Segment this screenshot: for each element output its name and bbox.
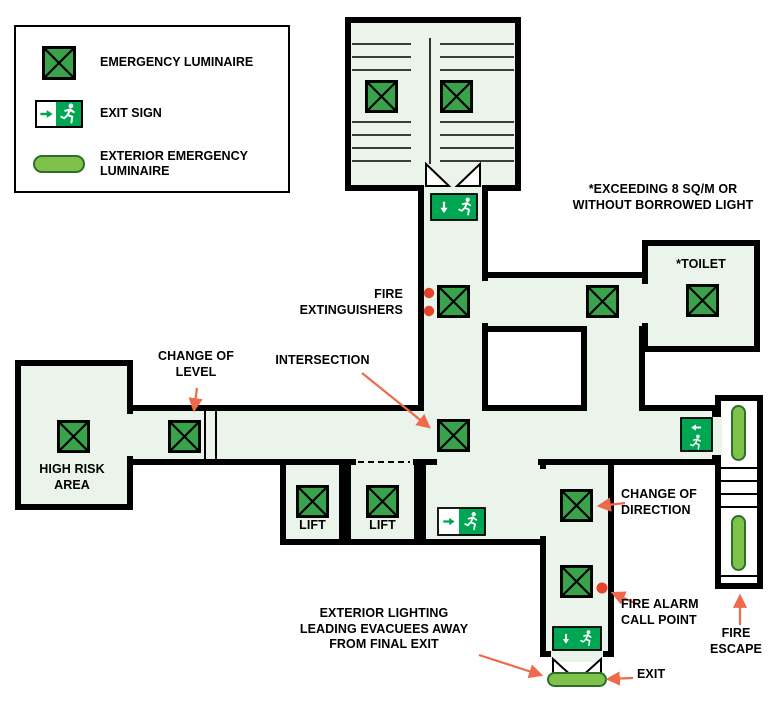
exit-sign-icon [430, 193, 478, 221]
corridor-right-leg [581, 326, 645, 411]
opening [587, 402, 639, 413]
exterior-emergency-luminaire-icon [547, 672, 607, 687]
emergency-luminaire-icon [365, 80, 398, 113]
opening [437, 457, 538, 468]
exit-arrow [605, 671, 634, 686]
exit-label: EXIT [637, 667, 666, 681]
toilet-label: *TOILET [676, 257, 726, 271]
fire-alarm-call-point-dot [596, 582, 608, 594]
fire-extinguishers-label: FIRE EXTINGUISHERS [299, 287, 403, 317]
emergency-luminaire-icon [560, 565, 593, 598]
emergency-luminaire-icon [30, 46, 88, 80]
fire-escape-label: FIRE ESCAPE [709, 626, 762, 656]
emergency-luminaire-icon [57, 420, 90, 453]
borrowed-light-note: *EXCEEDING 8 SQ/M OR WITHOUT BORROWED LI… [572, 182, 754, 212]
exterior-emergency-luminaire-icon [731, 405, 746, 461]
opening [640, 284, 651, 323]
opening [551, 650, 603, 662]
legend-item-label: EXIT SIGN [100, 106, 162, 121]
emergency-luminaire-icon [296, 485, 329, 518]
opening [538, 469, 549, 536]
intersection-label: INTERSECTION [275, 353, 370, 367]
high-risk-area-label: HIGH RISK AREA [39, 462, 105, 492]
opening [356, 457, 413, 468]
change-of-level-label: CHANGE OF LEVEL [158, 349, 234, 379]
change-of-level-arrow [188, 387, 203, 413]
fire-extinguisher-dot [423, 305, 435, 317]
room-lift-1 [280, 459, 345, 545]
exterior-emergency-luminaire-icon [731, 515, 746, 571]
opening [711, 417, 722, 455]
emergency-luminaire-icon [437, 285, 470, 318]
door-swing-icon [425, 161, 481, 187]
change-of-level-lines [204, 408, 217, 462]
floor-plan [15, 17, 763, 687]
opening [587, 324, 639, 335]
emergency-luminaire-icon [168, 420, 201, 453]
fire-alarm-call-point-label: FIRE ALARM CALL POINT [621, 597, 699, 627]
corridor-main [127, 405, 718, 465]
intersection-arrow [361, 372, 431, 429]
exit-sign-icon [437, 507, 486, 536]
fire-extinguisher-dot [423, 287, 435, 299]
exterior-lighting-label: EXTERIOR LIGHTING LEADING EVACUEES AWAY … [299, 606, 469, 651]
lift-label: LIFT [299, 518, 326, 532]
opening [125, 414, 136, 456]
emergency-luminaire-icon [366, 485, 399, 518]
fire-alarm-arrow [610, 591, 638, 605]
emergency-luminaire-icon [437, 419, 470, 452]
corridor-upper-right [482, 272, 648, 332]
fire-escape-steps [721, 467, 757, 577]
opening [480, 281, 491, 323]
opening [424, 402, 482, 413]
legend-item-exterior-luminaire: EXTERIOR EMERGENCY LUMINAIRE [30, 141, 280, 187]
legend-item-label: EXTERIOR EMERGENCY LUMINAIRE [100, 148, 248, 179]
annotation-arrows [188, 372, 748, 686]
opening [424, 183, 482, 194]
exit-sign-icon [680, 417, 713, 452]
legend-item-emergency-luminaire: EMERGENCY LUMINAIRE [30, 43, 280, 83]
emergency-luminaire-icon [586, 285, 619, 318]
legend: EMERGENCY LUMINAIRE EXIT SIGN EXTERIOR E… [14, 25, 290, 193]
exterior-emergency-luminaire-icon [30, 155, 88, 173]
emergency-luminaire-icon [560, 489, 593, 522]
emergency-luminaire-icon [686, 284, 719, 317]
exit-sign-icon [552, 626, 602, 651]
legend-item-exit-sign: EXIT SIGN [30, 97, 280, 131]
change-of-direction-arrow [596, 497, 626, 512]
legend-item-label: EMERGENCY LUMINAIRE [100, 55, 254, 70]
lift-label: LIFT [369, 518, 396, 532]
stairs-lines [352, 38, 514, 164]
exterior-lighting-arrow [478, 653, 544, 679]
emergency-luminaire-icon [440, 80, 473, 113]
change-of-direction-label: CHANGE OF DIRECTION [621, 487, 697, 517]
exit-sign-icon [30, 100, 88, 128]
